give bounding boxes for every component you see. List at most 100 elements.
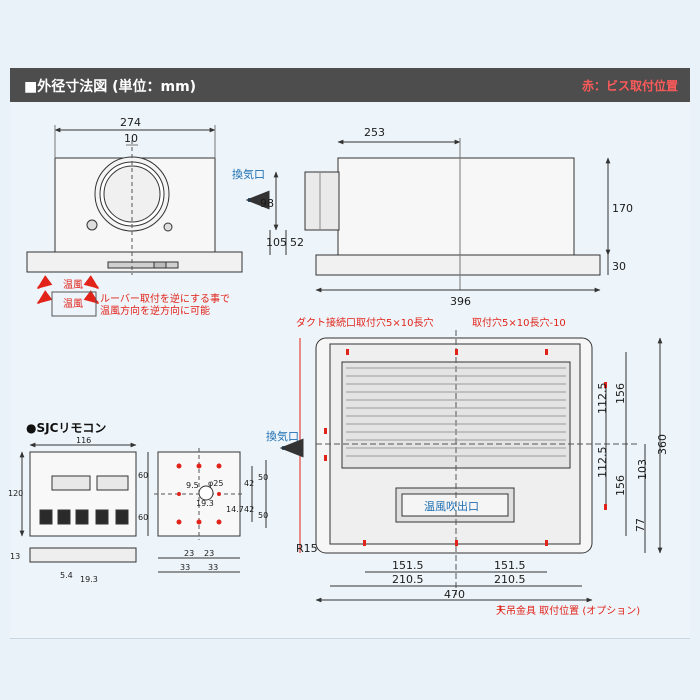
screw-right [163,222,173,232]
dim-156-b-label: 156 [614,475,627,496]
duct-bottom-label: 105 [266,236,287,249]
duct-hole [324,455,327,461]
remote-screw [216,463,222,469]
remote-button-1 [39,509,53,525]
dim-210-5-left-label: 210.5 [392,573,424,586]
dim-470-label: 470 [444,588,465,601]
mount-hole [346,349,349,355]
remote-back-147: 14.7 [226,505,244,514]
dim-151-5-left-label: 151.5 [392,559,424,572]
remote-back-60-top: 60 [138,471,148,480]
front-latch [153,261,167,269]
remote-back-50-bottom: 50 [258,511,268,520]
front-view [26,125,243,275]
mount-holes [324,349,607,546]
remote-back-60-bottom: 60 [138,513,148,522]
mount-hole [604,382,607,388]
remote-back-23-right: 23 [204,549,214,558]
warm-air-arrow-right [83,275,100,289]
side-body [337,157,575,256]
duct-ring-core [103,165,161,223]
dim-360-label: 360 [656,434,669,455]
warm-air-arrows [36,275,100,317]
outlet-inner [401,493,509,517]
remote-display [51,475,91,491]
dim-151-5-right-label: 151.5 [494,559,526,572]
dim-112-5-a-label: 112.5 [596,383,609,415]
remote-title: ●SJCリモコン [26,421,106,435]
remote-back-33-right: 33 [208,563,218,572]
louver-note-line1: ルーバー取付を逆にする事で [100,292,230,305]
dim-156-a-label: 156 [614,383,627,404]
remote-button-2 [57,509,71,525]
remote-width-label: 116 [76,436,91,445]
remote-button-3 [75,509,89,525]
remote-dim-193-bottom: 19.3 [80,575,98,584]
front-width-label: 274 [120,116,141,129]
side-foot-label: 30 [612,260,626,273]
remote-back-holes [176,463,222,525]
remote-back-193: 19.3 [196,499,214,508]
outlet-label: 温風吹出口 [424,499,479,513]
remote-back-23-left: 23 [184,549,194,558]
radius-label: R15 [296,542,318,555]
side-base [315,254,601,276]
base-label: 52 [290,236,304,249]
mount-hole [545,540,548,546]
warm-air-label-1: 温風 [63,279,83,291]
side-exhaust-label: 換気口 [232,167,265,181]
side-height-label: 170 [612,202,633,215]
header-bar: ■外径寸法図 (単位：mm) 赤：ビス取付位置 [10,68,690,102]
dim-112-5-b-label: 112.5 [596,447,609,479]
side-duct [304,171,340,231]
remote-screw [176,519,182,525]
mount-hole [455,540,458,546]
dim-77-label: 77 [634,518,647,532]
hanger-label: 天吊金具 取付位置 (オプション) [496,604,640,617]
remote-depth-label: 13 [10,552,20,561]
remote-screw [177,492,181,496]
remote-button-4 [95,509,109,525]
remote-screw [196,519,202,525]
remote-screw [196,463,202,469]
side-width-label: 253 [364,126,385,139]
top-exhaust-label: 換気口 [266,429,299,443]
duct-height-label: 98 [260,197,274,210]
remote-dim-54: 5.4 [60,571,73,580]
remote-back-phi25: φ25 [208,479,223,488]
dim-210-5-right-label: 210.5 [494,573,526,586]
dim-103-label: 103 [636,459,649,480]
duct-hole [324,428,327,434]
warm-air-label-2: 温風 [63,298,83,310]
remote-back-42-top: 42 [244,479,254,488]
remote-back-95: 9.5 [186,481,199,490]
mount-hole-label: 取付穴5×10長穴-10 [472,316,566,329]
remote-screw [217,492,221,496]
remote-side [29,547,137,563]
remote-back-50-top: 50 [258,473,268,482]
warm-air-arrow-right-2 [83,290,100,304]
louver-note-box [51,291,97,317]
screw-left [86,219,98,231]
remote-display-right [96,475,129,491]
remote-back-hole [198,485,214,501]
remote-height-label: 120 [8,489,23,498]
front-offset-label: 10 [124,132,138,145]
remote-back-42-bottom: 42 [244,505,254,514]
side-total-label: 396 [450,295,471,308]
front-louver [107,261,179,269]
mount-hole [363,540,366,546]
louver-note-line2: 温風方向を逆方向に可能 [100,304,210,317]
remote-front [19,442,137,563]
remote-screw [216,519,222,525]
side-view [245,138,611,293]
remote-screw [176,463,182,469]
remote-button-5 [115,509,129,525]
remote-back-33-left: 33 [180,563,190,572]
duct-hole-label: ダクト接続口取付穴5×10長穴 [296,316,433,329]
warm-air-arrow-left [36,275,53,289]
warm-air-arrow-left-2 [36,290,53,304]
page-title: ■外径寸法図 (単位：mm) [24,79,197,95]
